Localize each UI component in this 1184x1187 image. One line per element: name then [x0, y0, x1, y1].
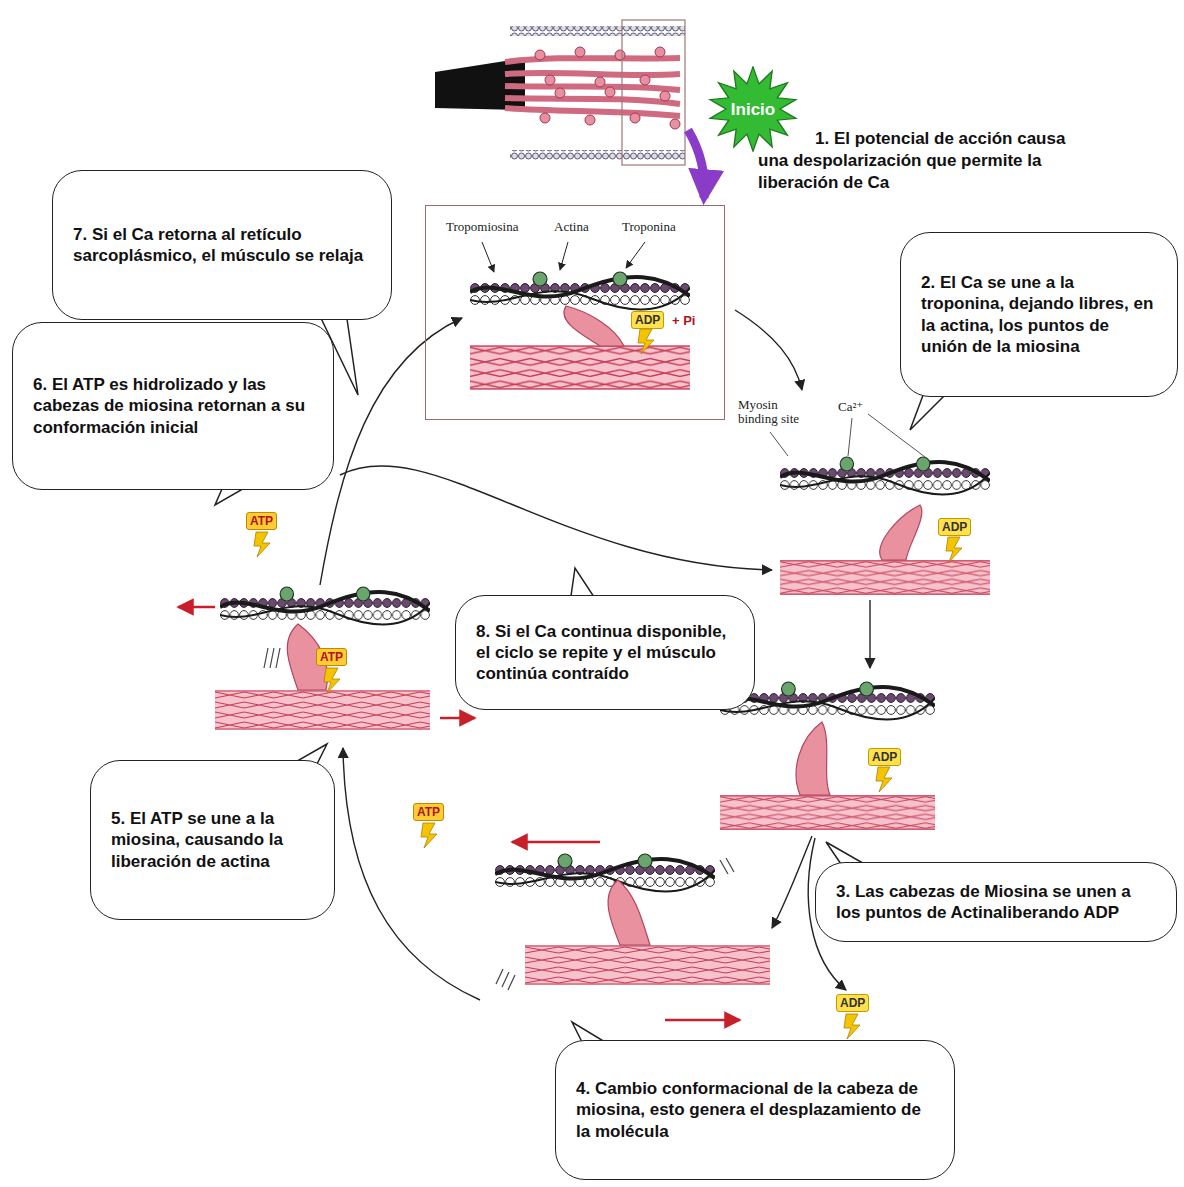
stage-calcium-bound [770, 414, 990, 595]
leader-line [848, 418, 852, 456]
part-label: Actina [554, 220, 589, 234]
actin-filament [780, 457, 990, 494]
molecule-chip: ADP [631, 311, 664, 329]
leader-line [868, 414, 925, 457]
actin-filament [220, 587, 430, 624]
filament-strip [510, 150, 685, 160]
movement-arrow [440, 717, 475, 720]
star-outline [710, 67, 796, 151]
cycle-arrow [735, 310, 802, 390]
start-label: Inicio [731, 101, 775, 118]
molecule-chip: ATP [316, 648, 347, 666]
cycle-arrow [869, 600, 870, 668]
cycle-arrow [772, 836, 812, 928]
callout-bubble: 7. Si el Ca retorna al retículo sarcoplá… [52, 170, 392, 320]
muscle-fiber [435, 20, 704, 198]
callout-text: 8. Si el Ca continua disponible, el cicl… [476, 621, 734, 685]
myosin-filament [215, 690, 430, 730]
energy-bolt [876, 767, 892, 792]
motion-marks [720, 858, 734, 874]
callout-text: 7. Si el Ca retorna al retículo sarcoplá… [73, 224, 371, 267]
cycle-arrows [320, 310, 870, 1000]
myosin-head [608, 880, 650, 945]
energy-bolt [254, 532, 270, 557]
molecule-chip: ATP [413, 803, 444, 821]
actin-filament [495, 854, 715, 891]
myosin-filament [470, 345, 690, 390]
part-label: Troponina [622, 220, 676, 234]
energy-bolt [638, 329, 654, 354]
callout-bubble: 2. El Ca se une a la troponina, dejando … [900, 232, 1178, 397]
resting-sarcomere [470, 242, 690, 390]
energy-bolt [946, 537, 962, 562]
myosin-head [564, 306, 624, 346]
myosin-head [880, 505, 922, 560]
movement-arrow [665, 1019, 740, 1022]
part-label: Tropomiosina [446, 220, 518, 234]
callout-bubble: 8. Si el Ca continua disponible, el cicl… [455, 595, 755, 710]
myosin-filament [780, 560, 990, 595]
myosin-filament [720, 795, 935, 830]
movement-arrow [178, 606, 215, 609]
leader-line [626, 242, 645, 268]
molecule-chip: ATP [246, 512, 277, 530]
callout-bubble: 4. Cambio conformacional de la cabeza de… [555, 1040, 955, 1180]
detail-frame: Tropomiosina Actina TroponinaADP + Pi [425, 205, 725, 420]
callout-bubble: 5. El ATP se une a la miosina, causando … [90, 760, 335, 920]
filament-strip [510, 26, 685, 36]
stage-head-attached [720, 682, 935, 830]
molecule-chip: ADP [836, 994, 869, 1012]
cycle-arrow [343, 748, 480, 1000]
ion-label: Ca²⁺ [838, 400, 863, 414]
stage-atp-bound [178, 532, 475, 730]
leader-line [560, 242, 568, 270]
molecule-label: + Pi [672, 313, 696, 329]
movement-arrow [512, 841, 600, 844]
zoom-arrow [688, 130, 704, 198]
callout-text: 6. El ATP es hidrolizado y las cabezas d… [33, 374, 313, 438]
part-label: Myosin binding site [738, 398, 818, 427]
myofibrils [505, 58, 680, 116]
energy-bolt [844, 1014, 860, 1039]
actin-filament [470, 272, 690, 309]
molecule-chip: ADP [938, 518, 971, 536]
leader-line [770, 432, 788, 456]
step-note: 1. El potencial de acción causa una desp… [758, 128, 1093, 194]
molecule-chip: ADP [868, 748, 901, 766]
zoom-box [622, 20, 685, 165]
energy-bolt [324, 668, 340, 693]
callout-text: 2. El Ca se une a la troponina, dejando … [921, 272, 1157, 357]
cycle-arrow [340, 466, 772, 570]
callout-text: 5. El ATP se une a la miosina, causando … [111, 808, 314, 872]
callout-text: 4. Cambio conformacional de la cabeza de… [576, 1078, 934, 1142]
motion-marks [264, 648, 280, 668]
myosin-heads [535, 47, 680, 129]
cycle-arrow [320, 318, 462, 585]
myosin-head [796, 722, 830, 795]
myosin-filament [525, 945, 770, 985]
energy-bolt [421, 823, 437, 848]
callout-text: 3. Las cabezas de Miosina se unen a los … [836, 881, 1156, 924]
stage-power-stroke [495, 842, 770, 1020]
callout-bubble: 3. Las cabezas de Miosina se unen a los … [815, 862, 1177, 942]
leader-line [482, 242, 494, 272]
callout-bubble: 6. El ATP es hidrolizado y las cabezas d… [12, 322, 334, 490]
motion-marks [496, 969, 515, 990]
start-star: Inicio [708, 66, 798, 152]
